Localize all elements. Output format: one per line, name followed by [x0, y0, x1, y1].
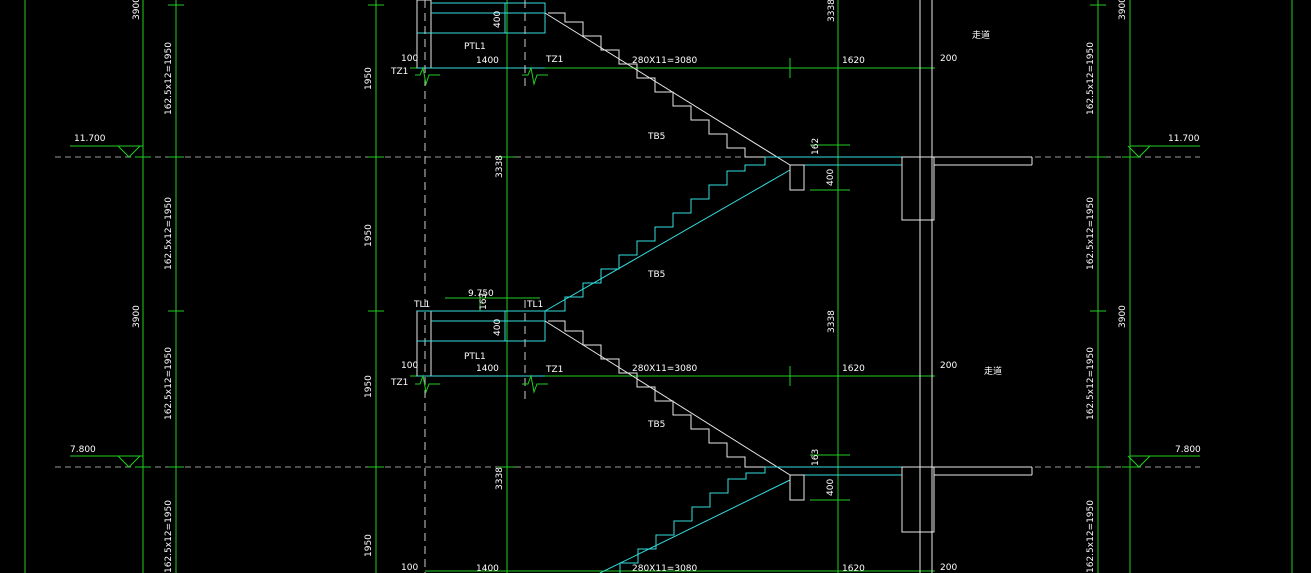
- horizontal-dim-texts: 280X11=3080 280X11=3080 280X11=3080 1620…: [401, 54, 957, 573]
- dim-story-right-top: 3900: [1118, 0, 1128, 20]
- dim-beam-h-3: 400: [826, 169, 836, 186]
- level-symbol-7800-left: [70, 455, 143, 468]
- dimension-lines: [24, 0, 1293, 573]
- dim-platform-1: 1400: [476, 56, 499, 66]
- dim-beam-h-4: 400: [826, 479, 836, 496]
- label-tl1-left: TL1: [413, 300, 430, 310]
- member-labels: PTL1 PTL1 TZ1 TZ1 TZ1 TZ1 TB5 TB5 TB5 TL…: [390, 29, 1002, 430]
- dim-landing-2: 1620: [842, 364, 865, 374]
- vertical-dim-texts: 162.5x12=1950 162.5x12=1950 162.5x12=195…: [132, 0, 1128, 573]
- dim-riser-flight-3: 162.5x12=1950: [164, 347, 174, 420]
- level-label-7800-left: 7.800: [70, 445, 96, 455]
- dim-span-2: 3338: [495, 467, 505, 490]
- dim-span-1: 3338: [495, 155, 505, 178]
- dim-beam-w-1: 100: [401, 54, 418, 64]
- dim-flight-1: 1950: [364, 67, 374, 90]
- level-symbol-7800-right: [1127, 455, 1200, 468]
- dim-riser-right-2: 162.5x12=1950: [1086, 197, 1096, 270]
- label-tz1-left-middle: TZ1: [390, 378, 408, 388]
- dim-riser-right-1: 162.5x12=1950: [1086, 42, 1096, 115]
- horizontal-dimensions: [410, 58, 935, 572]
- dim-flight-4: 1950: [364, 534, 374, 557]
- level-symbol-11700-left: [70, 145, 143, 158]
- dim-tread-2: 280X11=3080: [632, 364, 698, 374]
- dim-tread-1: 280X11=3080: [632, 56, 698, 66]
- landing-platform-upper: [416, 0, 546, 573]
- dim-beam-h-2: 400: [493, 319, 503, 336]
- dim-landing-3: 1620: [842, 564, 865, 573]
- label-tz1-left-upper: TZ1: [390, 67, 408, 77]
- stair-flight-middle-white: [544, 320, 791, 476]
- column-break-symbols: [415, 66, 548, 394]
- dim-riser-flight-4: 162.5x12=1950: [164, 500, 174, 573]
- level-label-7800-right: 7.800: [1175, 445, 1201, 455]
- label-tb5-2: TB5: [647, 270, 665, 280]
- label-ptl1-middle: PTL1: [464, 352, 486, 362]
- dim-span-3: 3338: [827, 0, 837, 22]
- level-label-11700-right: 11.700: [1168, 134, 1200, 144]
- dim-beam-w-3: 100: [401, 563, 418, 573]
- dim-span-4: 3338: [827, 310, 837, 333]
- right-wall: [901, 0, 1033, 573]
- label-tz1-right-upper: TZ1: [545, 55, 563, 65]
- dim-riser-right-4: 162.5x12=1950: [1086, 500, 1096, 573]
- label-tz1-right-middle: TZ1: [545, 365, 563, 375]
- landing-platform-middle: [416, 300, 546, 400]
- dim-beam-w-2: 100: [401, 361, 418, 371]
- dim-mid-top: 163: [479, 293, 489, 310]
- dim-riser-flight-2: 162.5x12=1950: [164, 197, 174, 270]
- dim-platform-3: 1400: [476, 564, 499, 573]
- dim-riser-flight-1: 162.5x12=1950: [164, 42, 174, 115]
- dim-story-right: 3900: [1118, 305, 1128, 328]
- dim-platform-2: 1400: [476, 364, 499, 374]
- label-tb5-3: TB5: [647, 420, 665, 430]
- label-ptl1-upper: PTL1: [464, 42, 486, 52]
- label-tl1-right: TL1: [526, 300, 543, 310]
- dim-story-left: 3900: [132, 305, 142, 328]
- dim-gap-1: 200: [940, 54, 957, 64]
- level-label-11700-left: 11.700: [74, 134, 106, 144]
- dim-step-top-1: 162: [811, 138, 821, 155]
- label-tb5-1: TB5: [647, 132, 665, 142]
- level-symbol-11700-right: [1127, 145, 1200, 158]
- label-corridor-upper: 走道: [972, 29, 990, 41]
- dim-step-top-2: 163: [811, 449, 821, 466]
- dim-gap-2: 200: [940, 361, 957, 371]
- stair-flight-upper-cyan: [544, 156, 902, 312]
- dim-landing-1: 1620: [842, 56, 865, 66]
- landing-elevation-label: 9.750: [468, 289, 494, 299]
- stair-flight-upper-white: [544, 12, 791, 166]
- dim-flight-3: 1950: [364, 375, 374, 398]
- dim-tread-3: 280X11=3080: [632, 564, 698, 573]
- stair-flight-lower-cyan: [599, 466, 902, 573]
- dim-gap-3: 200: [940, 563, 957, 573]
- dim-flight-2: 1950: [364, 224, 374, 247]
- dim-riser-right-3: 162.5x12=1950: [1086, 347, 1096, 420]
- label-corridor-middle: 走道: [984, 365, 1002, 377]
- dim-story-left-top: 3900: [132, 0, 142, 20]
- floor-level-lines: [55, 156, 1200, 468]
- dim-beam-h-1: 400: [493, 11, 503, 28]
